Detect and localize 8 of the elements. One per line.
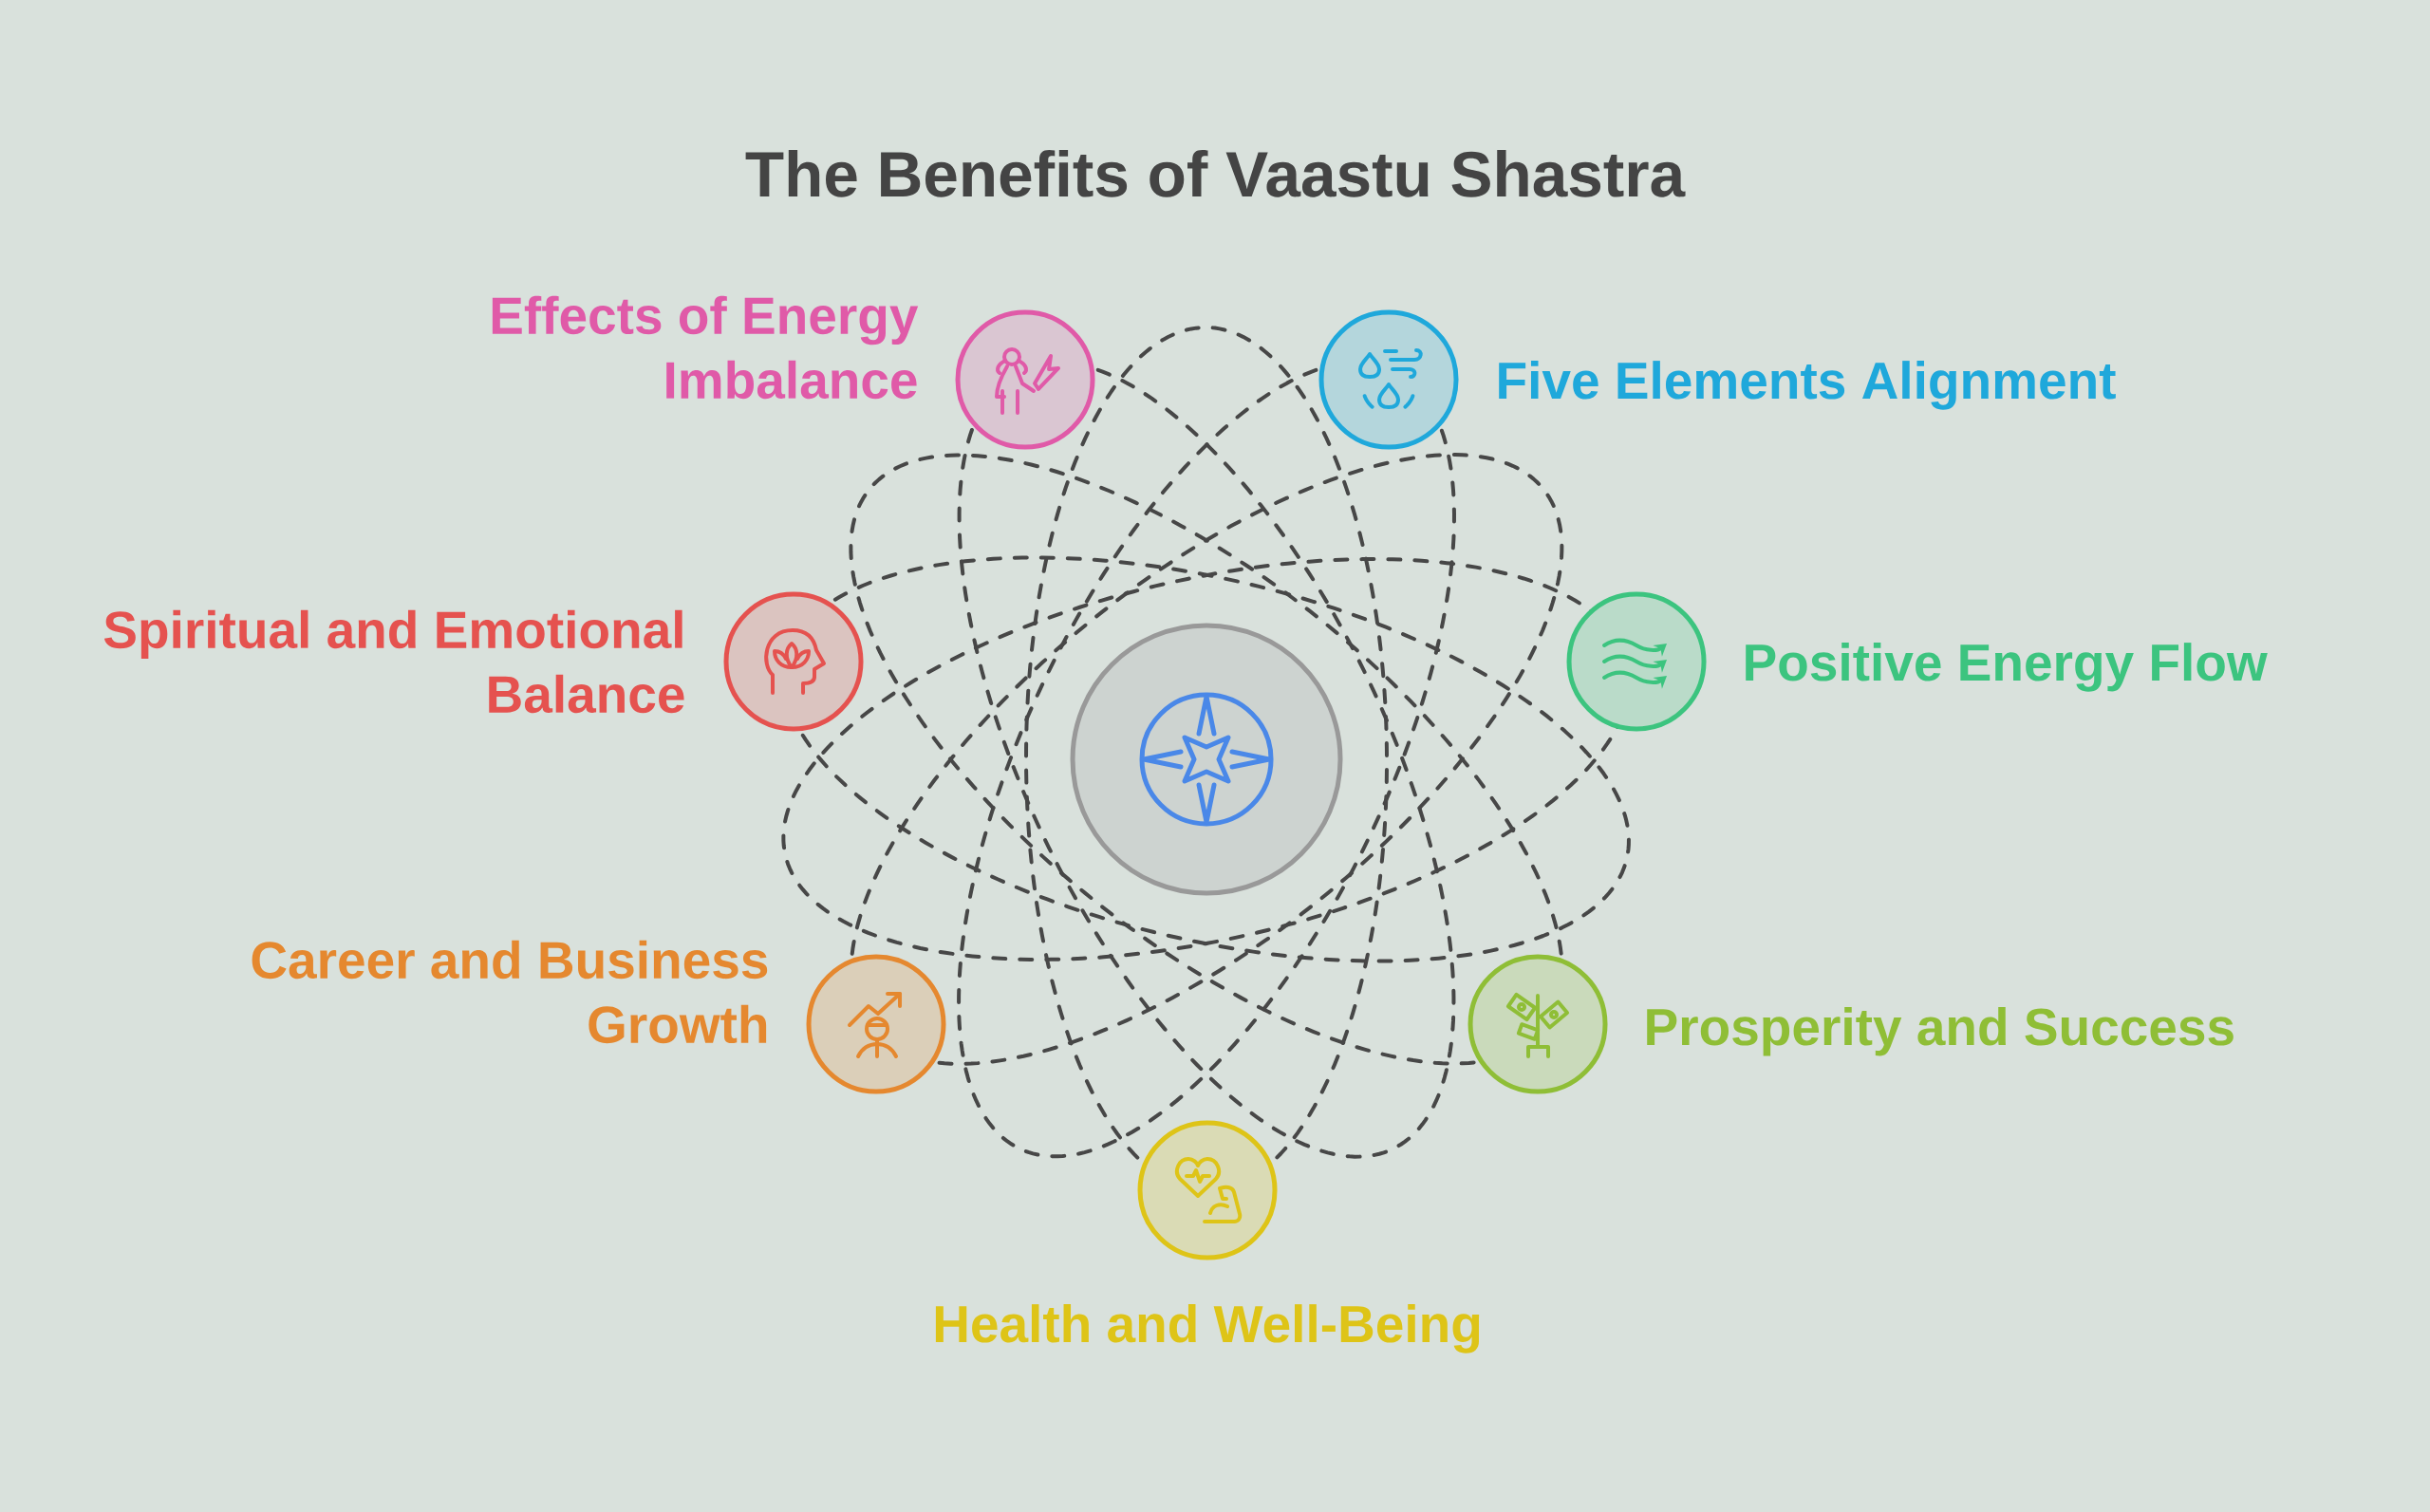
title: The Benefits of Vaastu Shastra <box>745 150 1686 197</box>
benefit-label: Effects of Energy Imbalance <box>492 295 919 400</box>
benefit-label: Five Elements Alignment <box>1499 361 2116 410</box>
benefit-label: Prosperity and Success <box>1647 1007 2234 1056</box>
benefit-label: Spiritual and Emotional Balance <box>103 609 684 714</box>
benefit-label: Positive Energy Flow <box>1746 643 2268 692</box>
benefit-label: Career and Business Growth <box>252 940 768 1044</box>
benefit-label: Health and Well-Being <box>935 1304 1480 1353</box>
